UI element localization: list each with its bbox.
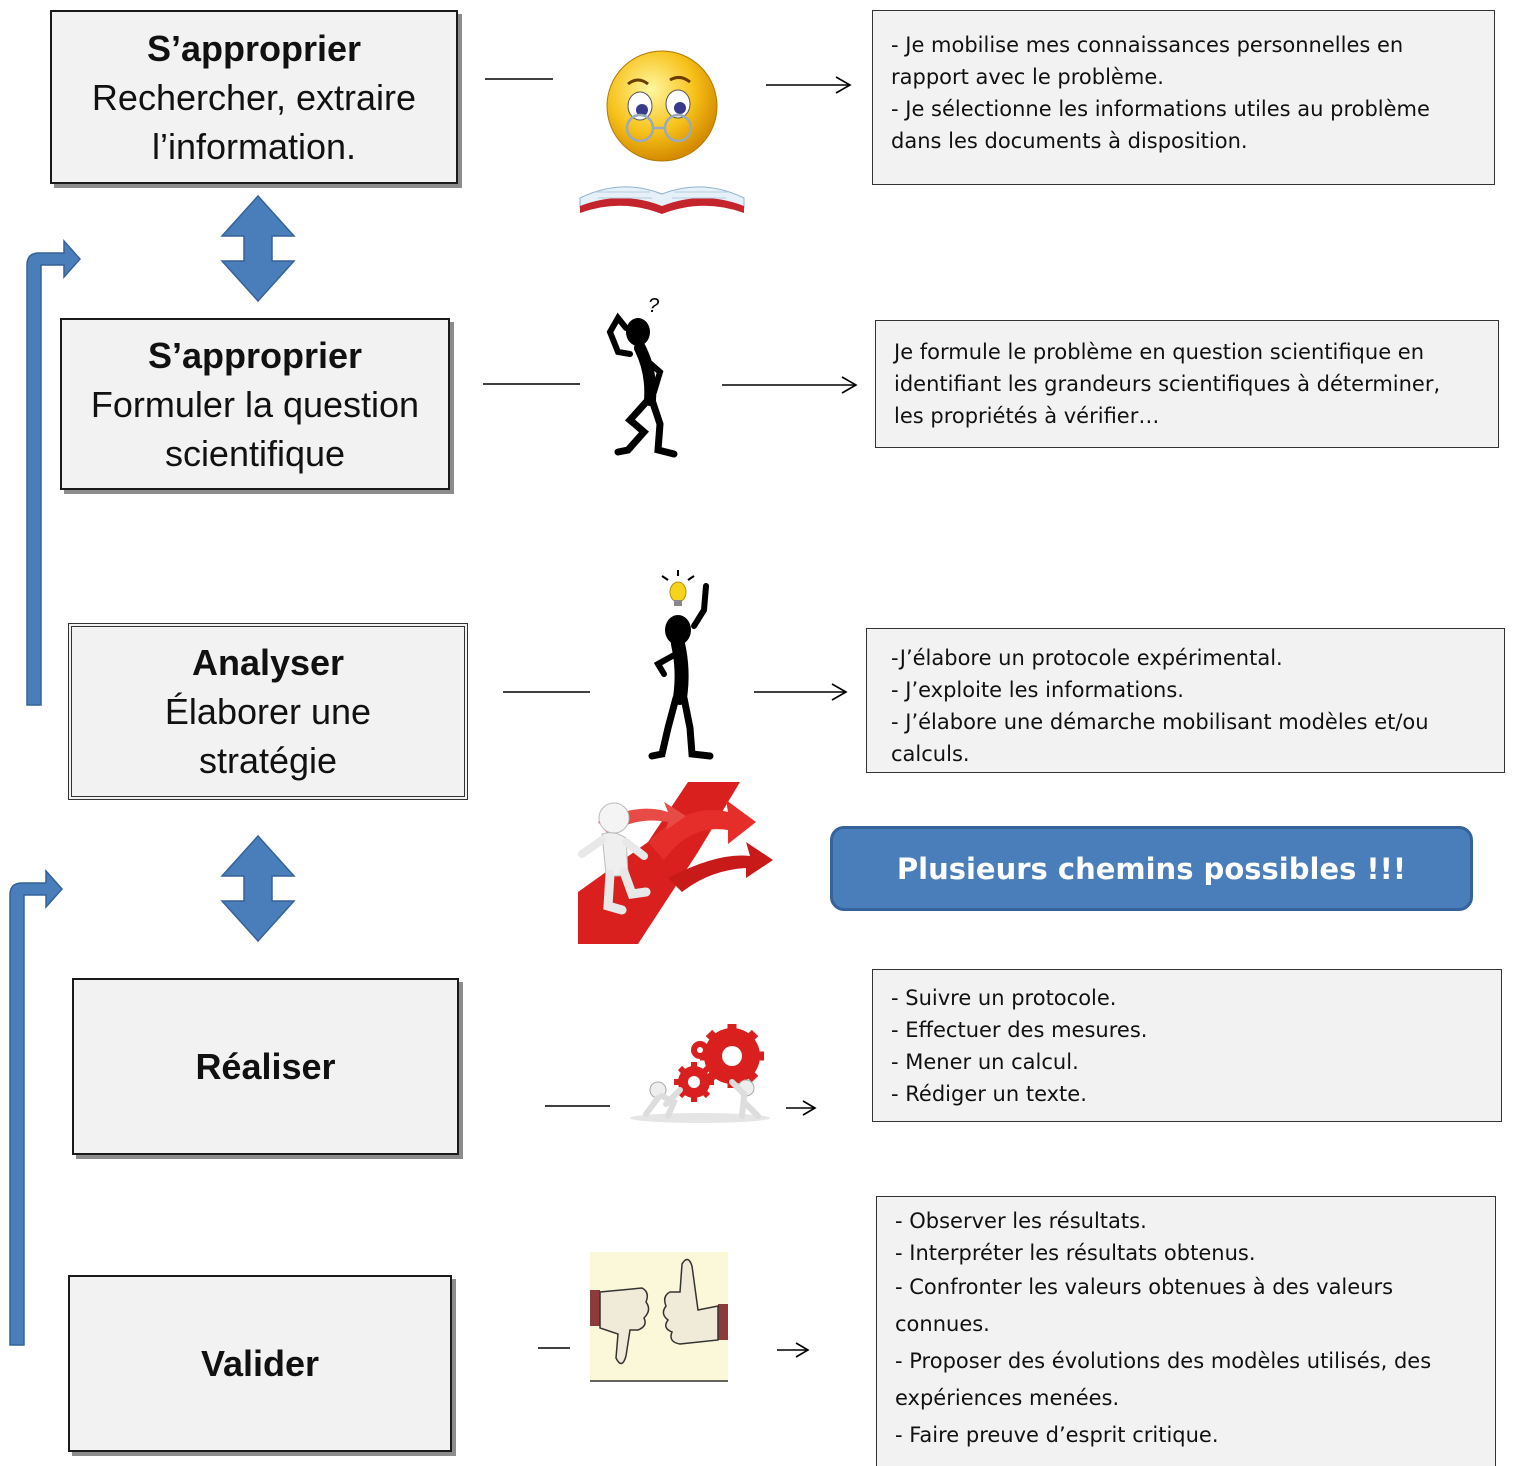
stage-title: S’approprier [147,334,363,376]
stage-line: Élaborer une [164,691,372,732]
description-line: - Mener un calcul. [891,1050,1079,1074]
stage-box-appropriate-search: S’approprier Rechercher, extraire l’info… [50,10,458,184]
description-line: - J’exploite les informations. [891,678,1184,702]
description-line: calculs. [891,742,970,766]
description-box-4: - Suivre un protocole. - Effectuer des m… [872,969,1502,1122]
thinking-figure-icon: ? [606,295,678,458]
stage-box-realize: Réaliser [72,978,459,1155]
reading-smiley-icon [579,50,745,214]
description-line: - Effectuer des mesures. [891,1018,1148,1042]
gears-icon [630,1024,770,1123]
double-arrow-icon [220,834,296,943]
description-line: connues. [895,1312,990,1336]
description-line: - Proposer des évolutions des modèles ut… [895,1349,1432,1373]
stage-box-analyze: Analyser Élaborer une stratégie [68,623,468,800]
return-arrow-icon [9,869,64,1346]
stage-box-validate: Valider [68,1275,452,1452]
stage-title: Analyser [191,642,345,683]
return-arrow-icon [26,239,82,706]
description-line: - Je sélectionne les informations utiles… [891,97,1430,121]
stage-title: Réaliser [195,1046,336,1087]
stage-line: l’information. [151,125,357,167]
stage-line: stratégie [198,740,338,781]
idea-figure-icon [648,570,714,760]
svg-text:?: ? [648,295,660,317]
stage-title: S’approprier [146,27,362,69]
description-line: - J’élabore une démarche mobilisant modè… [891,710,1429,734]
description-box-1: - Je mobilise mes connaissances personne… [872,10,1495,185]
crossroads-icon [578,782,773,944]
arrow-head [802,1100,817,1116]
description-box-3: -J’élabore un protocole expérimental. - … [866,628,1505,773]
description-line: - Suivre un protocole. [891,986,1117,1010]
description-box-2: Je formule le problème en question scien… [875,320,1499,448]
description-line: identifiant les grandeurs scientifiques … [894,372,1441,396]
description-line: dans les documents à disposition. [891,129,1248,153]
description-line: - Interpréter les résultats obtenus. [895,1241,1256,1265]
description-box-5: - Observer les résultats. - Interpréter … [876,1196,1496,1466]
description-line: rapport avec le problème. [891,65,1164,89]
thumbs-icon [590,1252,728,1382]
stage-title: Valider [200,1343,320,1384]
description-line: -J’élabore un protocole expérimental. [891,646,1283,670]
description-line: Je formule le problème en question scien… [894,340,1425,364]
arrow-head [835,76,852,94]
double-arrow-icon [220,194,296,303]
description-line: - Faire preuve d’esprit critique. [895,1423,1219,1447]
description-line: - Observer les résultats. [895,1209,1147,1233]
stage-line: scientifique [164,432,346,474]
description-line: - Je mobilise mes connaissances personne… [891,33,1404,57]
arrow-head [841,376,858,394]
description-line: les propriétés à vérifier… [894,404,1160,428]
description-line: expériences menées. [895,1386,1120,1410]
arrow-head [795,1342,810,1358]
callout-several-paths: Plusieurs chemins possibles !!! [830,826,1473,911]
stage-line: Formuler la question [90,383,420,425]
stage-line: Rechercher, extraire [91,76,417,118]
arrow-head [831,683,848,701]
description-line: - Rédiger un texte. [891,1082,1087,1106]
stage-box-appropriate-question: S’approprier Formuler la question scient… [60,318,450,490]
description-line: - Confronter les valeurs obtenues à des … [895,1275,1394,1299]
